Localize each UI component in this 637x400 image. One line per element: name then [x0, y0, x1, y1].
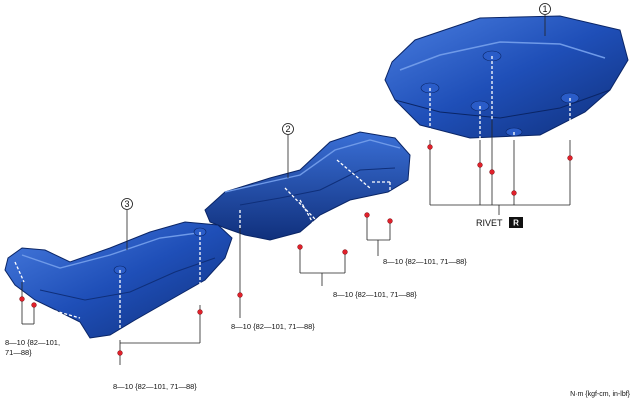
svg-text:3: 3 — [124, 199, 129, 209]
svg-text:2: 2 — [285, 124, 290, 134]
svg-text:1: 1 — [542, 4, 547, 14]
rivet-label: RIVET R — [476, 217, 523, 228]
torque-label-part3-left-1: 8—10 {82—101, — [5, 338, 60, 347]
under-cover-part-1 — [384, 15, 629, 140]
torque-label-part2: 8—10 {82—101, 71—88} — [333, 290, 417, 299]
part-1-fasteners — [427, 120, 573, 215]
torque-label-part3-bottom: 8—10 {82—101, 71—88} — [113, 382, 197, 391]
callout-1: 1 — [539, 3, 551, 36]
heat-insulator-part-2 — [204, 131, 411, 251]
part-2-fasteners — [237, 212, 393, 318]
part-3-fasteners — [19, 282, 203, 365]
torque-label-part3-left-2: 71—88} — [5, 348, 32, 357]
svg-text:R: R — [513, 219, 519, 228]
heat-insulator-part-3 — [4, 221, 233, 340]
callout-3: 3 — [121, 198, 133, 250]
torque-label-part3-right: 8—10 {82—101, 71—88} — [231, 322, 315, 331]
svg-text:RIVET: RIVET — [476, 218, 503, 228]
callout-2: 2 — [282, 123, 294, 178]
torque-label-part1: 8—10 {82—101, 71—88} — [383, 257, 467, 266]
units-label: N·m {kgf-cm, in-lbf} — [570, 391, 631, 398]
